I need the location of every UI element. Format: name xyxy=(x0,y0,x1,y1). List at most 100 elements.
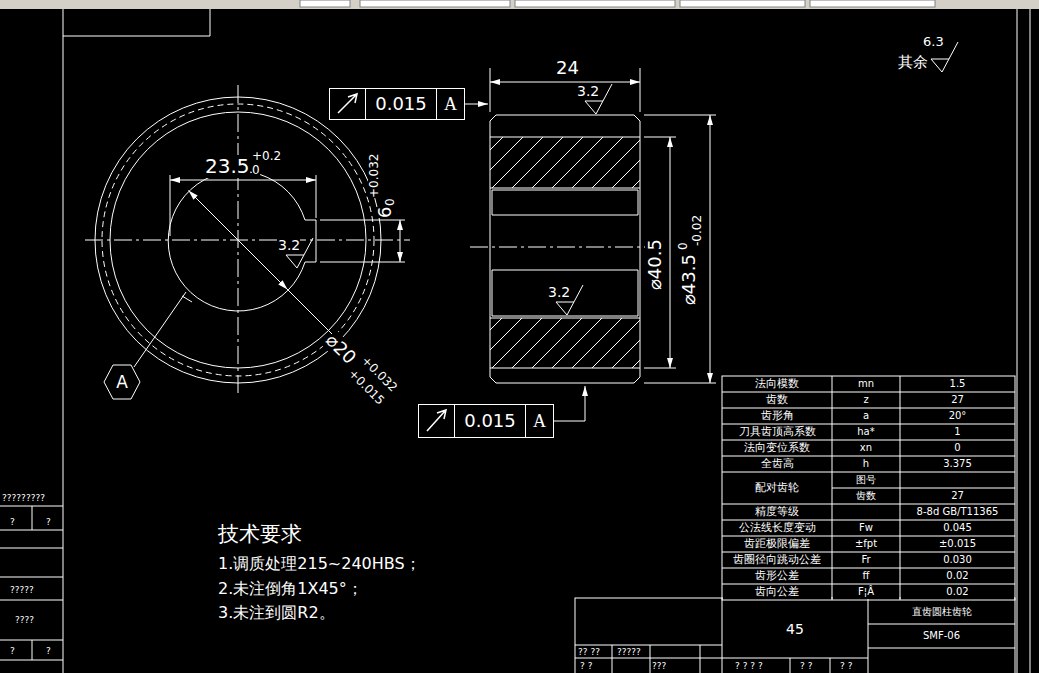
dimension-text: ⌀43.5 xyxy=(679,254,700,305)
dimension-text: +0.2 xyxy=(252,150,281,164)
table-cell: Fr xyxy=(833,553,899,567)
table-cell: 0.045 xyxy=(901,521,1014,535)
parameter-table xyxy=(722,392,1015,584)
table-cell: a xyxy=(833,409,899,423)
side-view xyxy=(492,190,638,316)
datum-reference: A xyxy=(526,405,553,437)
table-cell: 齿形公差 xyxy=(723,569,831,583)
parameter-table xyxy=(722,376,1015,600)
table-cell: 0.02 xyxy=(901,569,1014,583)
front-dimensions xyxy=(170,175,316,236)
dimension-text: 技术要求 xyxy=(218,522,302,546)
side-view xyxy=(490,137,640,368)
tolerance-frame: 0.015A xyxy=(329,88,465,120)
runout-symbol xyxy=(427,410,446,431)
drawing-frame xyxy=(63,9,1030,673)
table-cell: 法向变位系数 xyxy=(723,441,831,455)
dimension-text: ? xyxy=(10,517,15,527)
table-cell: 0.030 xyxy=(901,553,1014,567)
dimension-text: 0 xyxy=(252,164,260,178)
table-cell: 45 xyxy=(723,601,867,657)
title-block xyxy=(575,598,1015,673)
side-dimensions xyxy=(490,82,640,83)
front-view xyxy=(85,85,410,395)
side-dimensions xyxy=(465,104,488,105)
tolerance-value: 0.015 xyxy=(455,405,525,437)
dimension-text: ? xyxy=(46,517,51,527)
dimension-text: 0 xyxy=(677,242,691,250)
table-cell: xn xyxy=(833,441,899,455)
table-cell: SMF-06 xyxy=(869,625,1014,647)
table-cell: h xyxy=(833,457,899,471)
dimension-text: ???? xyxy=(15,615,34,625)
dimension-text: ? ? xyxy=(800,661,812,671)
table-cell: 27 xyxy=(901,489,1014,503)
side-dimensions xyxy=(465,68,716,421)
dimension-text: ? ? ? ? xyxy=(735,661,763,671)
hexagon-outline xyxy=(104,365,140,399)
frame-divider xyxy=(365,89,366,119)
dimension-text: ? ? xyxy=(840,661,852,671)
dimension-text: 3.2 xyxy=(577,83,599,99)
datum-reference: A xyxy=(437,89,464,119)
table-cell: 齿数 xyxy=(723,393,831,407)
table-cell: ±0.015 xyxy=(901,537,1014,551)
tolerance-frame: 0.015A xyxy=(418,404,554,438)
app-toolbar xyxy=(360,0,510,7)
dimension-text: 23.5 xyxy=(205,155,250,178)
dimension-text: +0.032 xyxy=(368,154,382,198)
front-view xyxy=(85,85,410,395)
dimension-text: ? ? xyxy=(580,661,592,671)
table-cell: 齿形角 xyxy=(723,409,831,423)
frame-divider xyxy=(436,89,437,119)
side-dimensions xyxy=(710,115,711,383)
dimension-text: -0.02 xyxy=(691,215,705,246)
table-cell: 1.5 xyxy=(901,377,1014,391)
dimension-text: ? xyxy=(46,646,51,656)
side-view xyxy=(490,137,640,188)
drawing-frame xyxy=(0,9,1030,673)
table-cell: mn xyxy=(833,377,899,391)
dimension-text: 2.未注倒角1X45°； xyxy=(218,580,363,598)
table-cell: 公法线长度变动 xyxy=(723,521,831,535)
side-view xyxy=(490,115,640,383)
table-cell: F¦Â xyxy=(833,585,899,599)
side-dimensions xyxy=(670,137,671,368)
side-view xyxy=(470,115,650,383)
table-cell: 齿距极限偏差 xyxy=(723,537,831,551)
front-dimensions xyxy=(400,220,401,262)
table-cell: 法向模数 xyxy=(723,377,831,391)
front-dimensions xyxy=(170,180,316,181)
roughness-symbol xyxy=(286,42,958,315)
side-view xyxy=(470,247,650,248)
datum-letter: A xyxy=(103,364,141,400)
table-cell: 1 xyxy=(901,425,1014,439)
drawing-frame xyxy=(63,9,210,36)
app-toolbar xyxy=(0,0,1039,9)
table-cell: 刀具齿顶高系数 xyxy=(723,425,831,439)
table-cell: 20° xyxy=(901,409,1014,423)
parameter-table xyxy=(832,376,900,600)
table-cell: ±fpt xyxy=(833,537,899,551)
dimension-text: ⌀40.5 xyxy=(645,239,666,290)
tolerance-value: 0.015 xyxy=(366,89,436,119)
dimension-text: 其余 xyxy=(898,54,928,71)
dimension-text: 1.调质处理215~240HBS； xyxy=(218,555,421,573)
table-cell: 27 xyxy=(901,393,1014,407)
dimension-text: ????? xyxy=(10,585,34,595)
dimension-text: 0 xyxy=(384,198,398,206)
side-view xyxy=(490,318,640,368)
dimension-text: 24 xyxy=(556,58,579,79)
table-cell: 齿向公差 xyxy=(723,585,831,599)
side-dimensions xyxy=(644,137,676,368)
frame-divider xyxy=(525,405,526,437)
dimension-text: ????????? xyxy=(2,493,45,503)
side-dimensions xyxy=(554,386,585,421)
table-cell: ha* xyxy=(833,425,899,439)
title-block xyxy=(575,598,1015,673)
table-cell: ff xyxy=(833,569,899,583)
table-cell: 齿数 xyxy=(833,489,899,503)
frame-divider xyxy=(454,405,455,437)
dimension-text: 3.2 xyxy=(278,237,300,253)
front-dimensions xyxy=(134,175,405,367)
